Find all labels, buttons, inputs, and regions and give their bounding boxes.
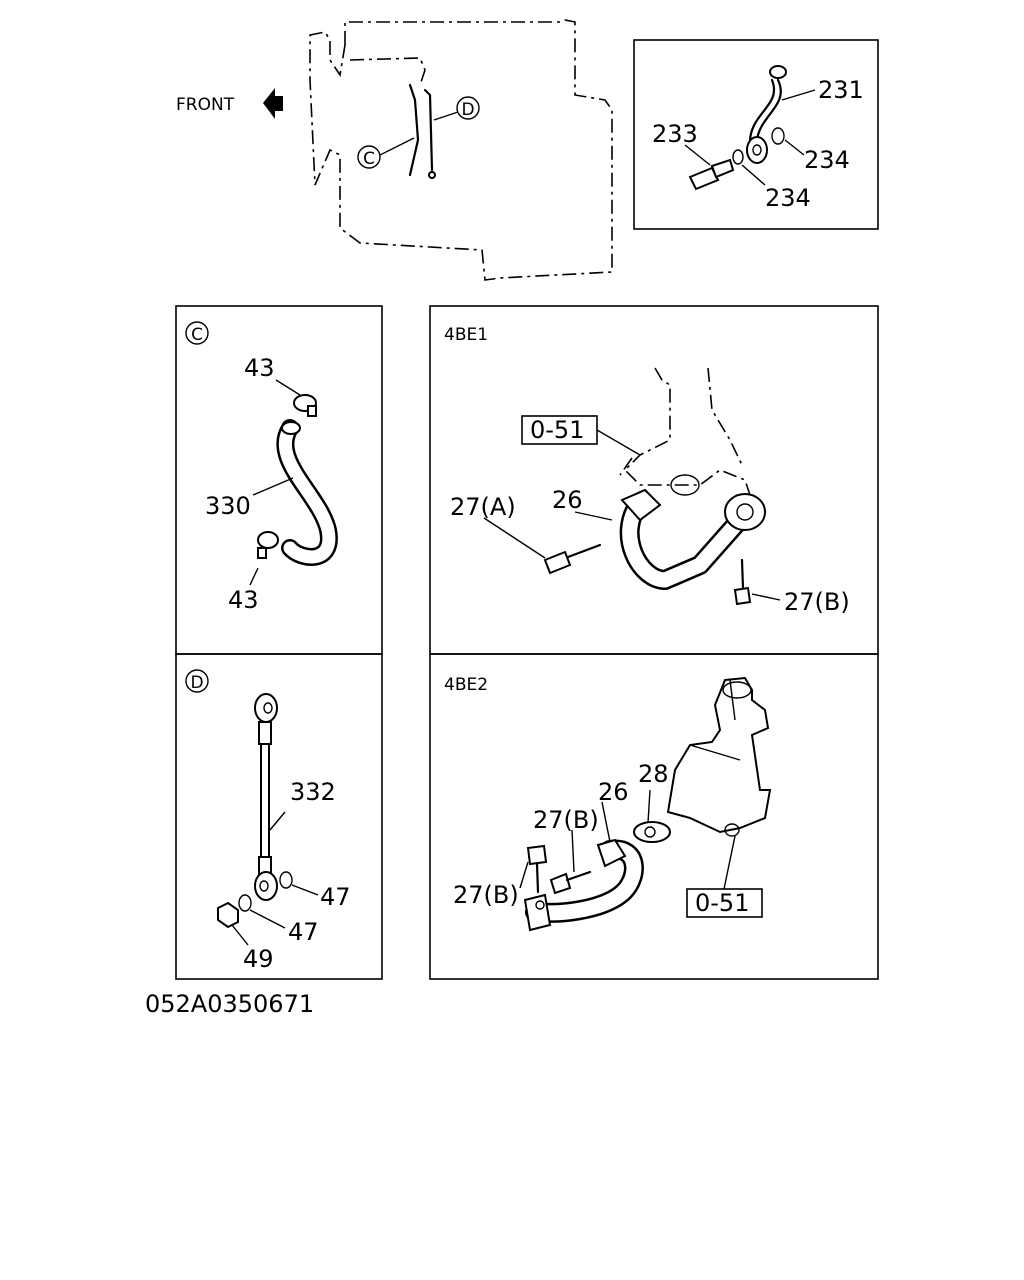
panel-4be1: 4BE1 0-51 26 27(A) 27(B) [444,325,850,616]
panel-4be2-title: 4BE2 [444,675,488,695]
panel-4be1-title: 4BE1 [444,325,488,345]
label-47-right: 47 [320,883,351,911]
inset-top-frame [633,39,879,230]
label-332: 332 [290,778,336,806]
label-27b-4be1: 27(B) [784,588,850,616]
panel-c-marker: C [191,325,203,345]
label-26-4be2: 26 [598,778,629,806]
label-26-4be1: 26 [552,486,583,514]
diagram-code: 052A0350671 [145,990,314,1018]
label-49: 49 [243,945,274,973]
label-233: 233 [652,120,698,148]
front-label: FRONT [176,95,235,115]
label-231: 231 [818,76,864,104]
callout-c-letter: C [363,149,375,169]
label-27a-4be1: 27(A) [450,493,516,521]
label-0-51-4be1: 0-51 [530,416,584,444]
inset-top: 231 233 234 234 [652,65,864,212]
label-43-bottom: 43 [228,586,259,614]
panel-c-frame [175,305,383,655]
panel-d-marker: D [190,673,203,693]
panel-4be2: 4BE2 0-51 28 26 27(B) 27(B) [444,675,772,932]
label-0-51-4be2: 0-51 [695,889,749,917]
panel-d-frame [175,653,383,980]
panel-c: C 43 330 43 [185,321,338,614]
label-27b-left-4be2: 27(B) [453,881,519,909]
panel-d: D 332 47 47 49 [185,669,351,973]
label-330: 330 [205,492,251,520]
label-43-top: 43 [244,354,275,382]
front-arrow-icon [263,88,283,119]
label-234-right: 234 [804,146,850,174]
label-234-bottom: 234 [765,184,811,212]
label-47-lower: 47 [288,918,319,946]
engine-overview: D C FRONT [176,19,613,281]
callout-d-letter: D [461,100,474,120]
panel-4be2-frame [429,653,879,980]
label-28-4be2: 28 [638,760,669,788]
label-27b-top-4be2: 27(B) [533,806,599,834]
